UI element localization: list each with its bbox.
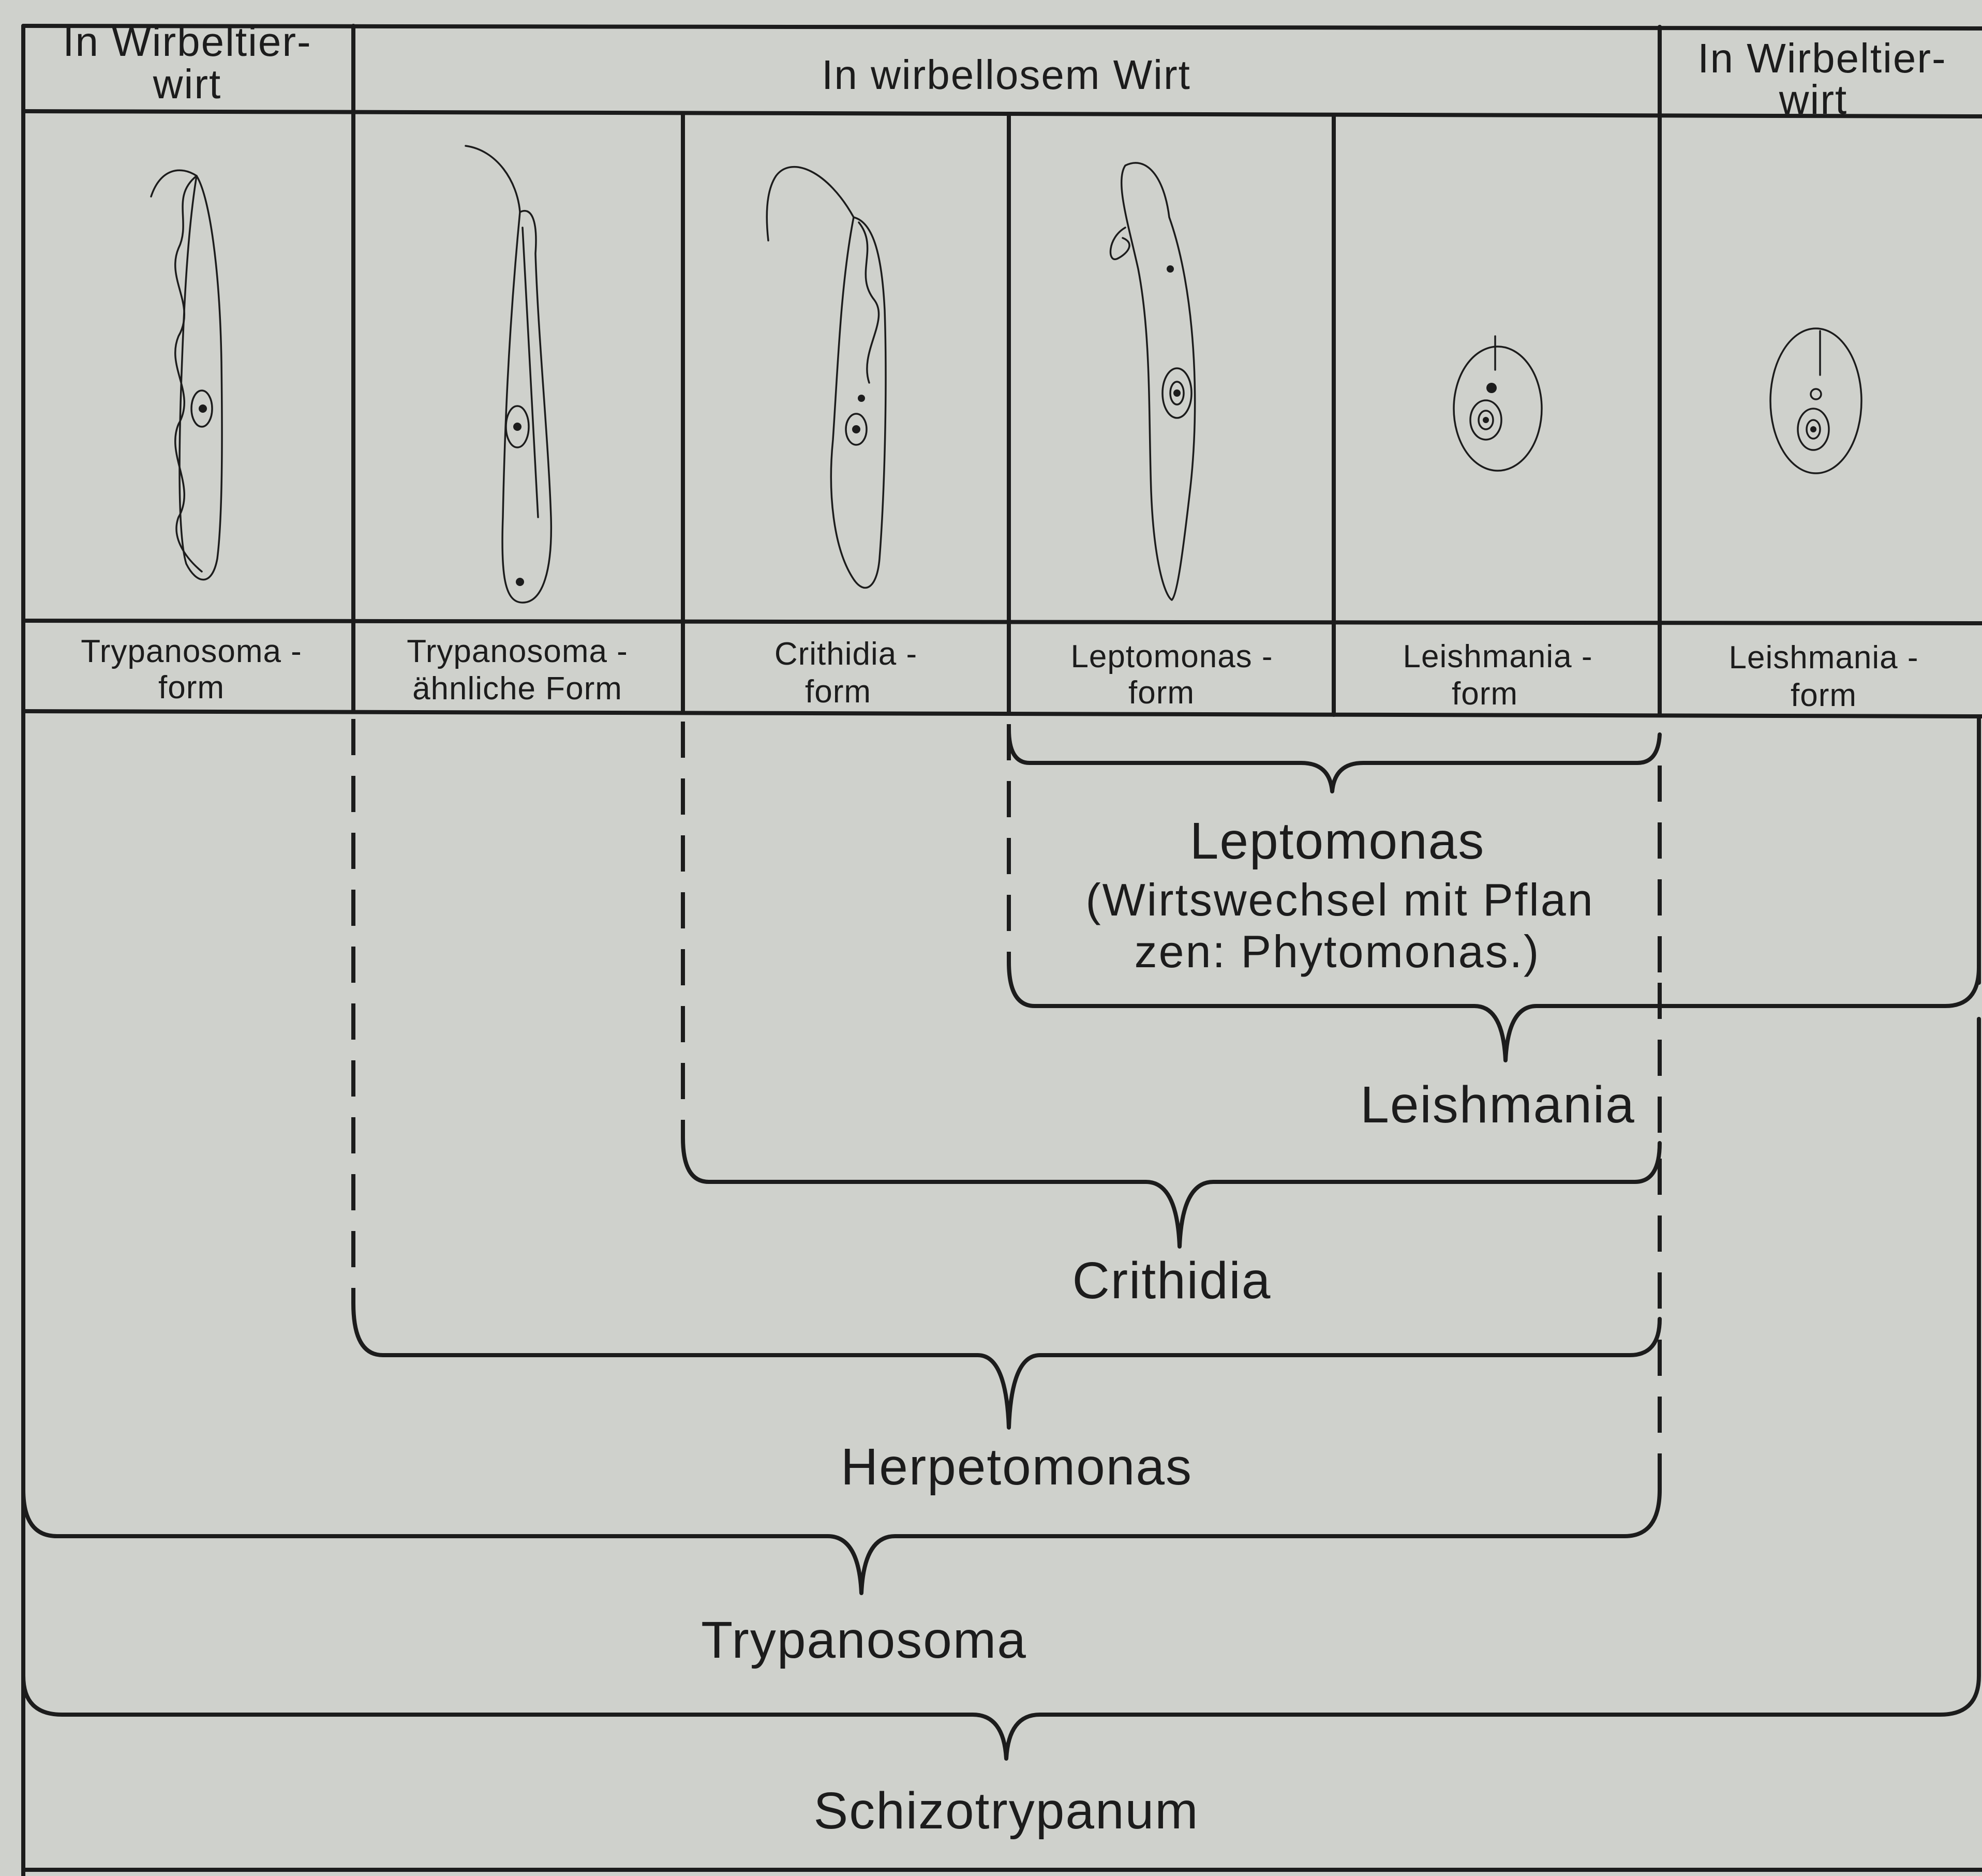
leptomonas-form-illustration (1110, 163, 1195, 600)
trypanosoma-form-illustration (151, 170, 222, 579)
genus-leptomonas: Leptomonas (1190, 812, 1485, 870)
form-label-3-line1: Crithidia - (774, 636, 917, 672)
leptomonas-brace (1009, 729, 1660, 791)
form-label-3-line2: form (805, 674, 871, 710)
form-label-2-line2: ähnliche Form (412, 671, 622, 707)
leishmania-invertebrate-illustration (1454, 336, 1542, 471)
header-right-host-line2: wirt (1779, 77, 1847, 123)
table-grid (23, 26, 1982, 1876)
form-label-6-line2: form (1791, 678, 1857, 713)
trypanosoma-brace (23, 1490, 1660, 1593)
form-label-6-line1: Leishmania - (1729, 640, 1919, 676)
header-right-host-line1: In Wirbeltier- (1697, 35, 1946, 81)
form-label-2-line1: Trypanosoma - (407, 634, 628, 669)
genus-herpetomonas: Herpetomonas (841, 1438, 1193, 1496)
leishmania-vertebrate-illustration (1770, 328, 1861, 473)
schizotrypanum-brace (23, 1676, 1979, 1759)
form-label-5-line2: form (1452, 676, 1518, 712)
header-left-host-line2: wirt (153, 61, 221, 107)
crithidia-brace (683, 1138, 1660, 1247)
trypanosoma-like-form-illustration (466, 146, 551, 603)
herpetomonas-brace (353, 1303, 1660, 1428)
form-label-1-line1: Trypanosoma - (81, 634, 302, 669)
header-left-host-line1: In Wirbeltier- (63, 19, 311, 65)
genus-trypanosoma: Trypanosoma (701, 1611, 1027, 1669)
genus-leishmania: Leishmania (1360, 1076, 1635, 1134)
crithidia-form-illustration (767, 167, 886, 588)
form-label-4-line2: form (1128, 675, 1195, 711)
genus-crithidia: Crithidia (1072, 1252, 1272, 1310)
form-label-5-line1: Leishmania - (1403, 639, 1593, 674)
form-label-4-line1: Leptomonas - (1070, 639, 1273, 674)
leptomonas-note-line1: (Wirtswechsel mit Pflan (1085, 874, 1594, 925)
genus-schizotrypanum: Schizotrypanum (814, 1782, 1199, 1840)
leptomonas-note-line2: zen: Phytomonas.) (1135, 926, 1541, 977)
header-center-host: In wirbellosem Wirt (822, 52, 1191, 98)
form-label-1-line2: form (158, 670, 225, 706)
